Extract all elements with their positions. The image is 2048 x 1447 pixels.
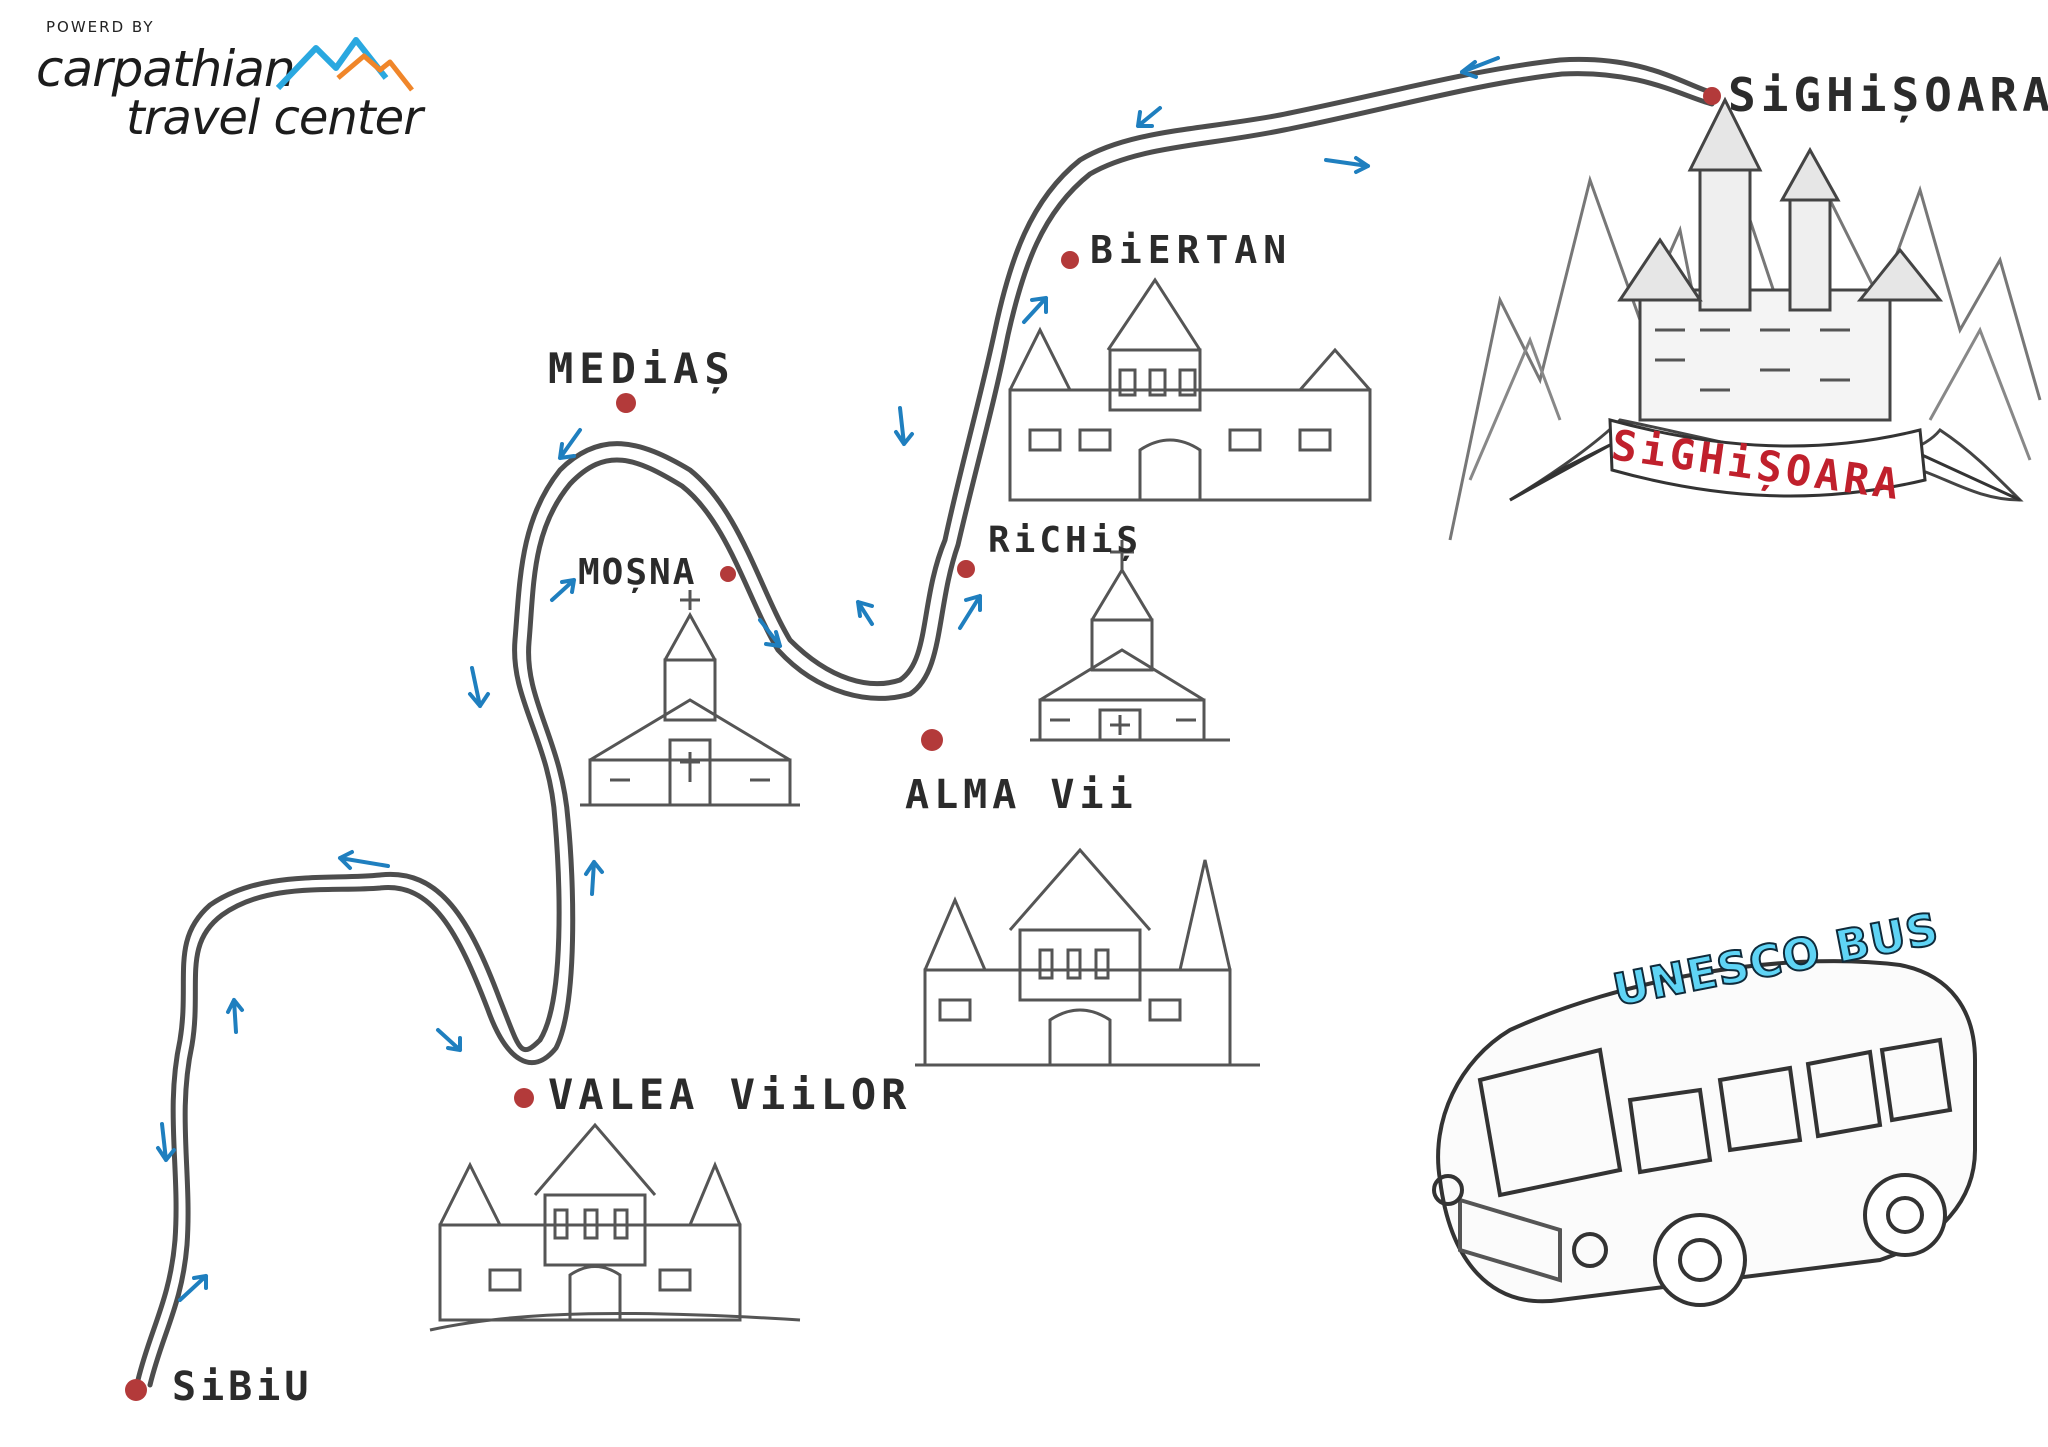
- direction-arrows: [156, 56, 1500, 1302]
- town-valea-viilor: VALEA ViiLOR: [548, 1070, 912, 1119]
- mountain-logo-icon: [276, 37, 414, 92]
- town-sibiu: SiBiU: [172, 1364, 313, 1410]
- direction-arrow-icon: [338, 850, 390, 870]
- dot-sighisoara: [1703, 87, 1721, 105]
- biertan-castle-icon: [1008, 277, 1372, 502]
- town-dots: [125, 87, 1721, 1401]
- direction-arrow-icon: [468, 666, 490, 708]
- logo-line-1: carpathian: [36, 40, 296, 98]
- direction-arrow-icon: [758, 618, 782, 648]
- direction-arrow-icon: [226, 998, 244, 1034]
- mosna-church-icon: [580, 590, 800, 807]
- bus-icon: [1432, 959, 1977, 1307]
- direction-arrow-icon: [584, 860, 604, 896]
- town-richis: RiCHiȘ: [988, 520, 1143, 561]
- logo-powered-by: POWERD BY: [46, 18, 155, 36]
- direction-arrow-icon: [894, 406, 914, 446]
- dot-valea: [514, 1088, 534, 1108]
- direction-arrow-icon: [178, 1274, 208, 1302]
- dot-sibiu: [125, 1379, 147, 1401]
- logo-line-2: travel center: [126, 90, 423, 146]
- sighisoara-citadel-icon: [1448, 96, 2042, 541]
- carpathian-logo: POWERD BY carpathian travel center: [36, 18, 436, 148]
- direction-arrow-icon: [1136, 106, 1162, 128]
- direction-arrow-icon: [558, 428, 582, 460]
- direction-arrow-icon: [1022, 296, 1048, 324]
- town-mosna: MOȘNA: [578, 552, 697, 593]
- direction-arrow-icon: [958, 594, 982, 630]
- direction-arrow-icon: [1460, 56, 1500, 79]
- town-medias: MEDiAȘ: [548, 344, 736, 393]
- route-road: [135, 56, 1715, 1388]
- direction-arrow-icon: [156, 1122, 176, 1162]
- town-sighisoara: SiGHiȘOARA: [1728, 68, 2048, 122]
- direction-arrow-icon: [550, 578, 576, 602]
- town-biertan: BiERTAN: [1090, 228, 1293, 272]
- richis-church-icon: [1030, 540, 1230, 742]
- valea-viilor-castle-icon: [429, 1122, 801, 1332]
- dot-mosna: [720, 566, 736, 582]
- town-alma-vii: ALMA Vii: [905, 772, 1138, 818]
- dot-biertan: [1061, 251, 1079, 269]
- dot-alma: [921, 729, 943, 751]
- dot-richis: [957, 560, 975, 578]
- direction-arrow-icon: [1324, 156, 1370, 174]
- direction-arrow-icon: [856, 600, 874, 626]
- direction-arrow-icon: [436, 1028, 462, 1052]
- dot-medias: [616, 393, 636, 413]
- alma-vii-castle-icon: [915, 847, 1260, 1067]
